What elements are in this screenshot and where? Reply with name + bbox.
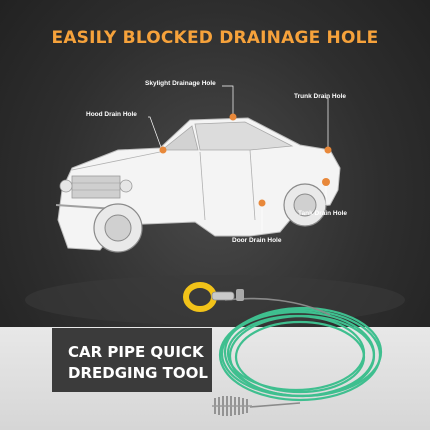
door-marker (258, 199, 266, 207)
label-skylight-drainage-hole: Skylight Drainage Hole (145, 80, 216, 87)
product-name-line1: CAR PIPE QUICK (68, 343, 204, 361)
headline: EASILY BLOCKED DRAINAGE HOLE (51, 28, 379, 48)
tank-marker (322, 178, 330, 186)
product-name-line2: DREDGING TOOL (68, 364, 208, 382)
product-name-box (52, 328, 212, 392)
label-trunk-drain-hole: Trunk Drain Hole (294, 93, 347, 100)
handle-ring-icon (183, 282, 217, 312)
trunk-marker (324, 146, 332, 154)
skylight-marker (229, 113, 237, 121)
label-tank-drain-hole: Tank Drain Hole (298, 210, 348, 217)
label-door-drain-hole: Door Drain Hole (232, 237, 282, 244)
label-hood-drain-hole: Hood Drain Hole (86, 111, 137, 118)
hood-marker (159, 146, 167, 154)
